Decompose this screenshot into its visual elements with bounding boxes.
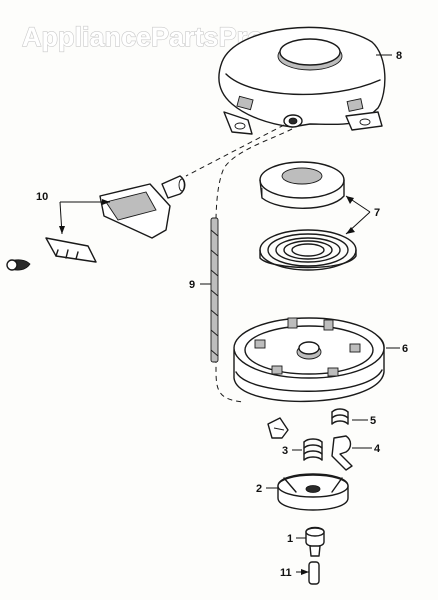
callout-2: 2 xyxy=(256,483,262,495)
part-11-rivet xyxy=(308,561,320,585)
part-6-pulley xyxy=(233,317,385,403)
part-10-starter-handle xyxy=(99,175,186,239)
small-pawl-part xyxy=(267,417,289,439)
part-2-retainer xyxy=(277,473,349,511)
callout-4: 4 xyxy=(374,443,381,455)
part-1-screw xyxy=(305,526,325,557)
callout-5: 5 xyxy=(370,415,376,427)
part-10-rope-insert xyxy=(6,237,97,271)
callout-11: 11 xyxy=(280,567,292,579)
starter-rope-path xyxy=(185,124,293,403)
callout-3: 3 xyxy=(282,445,288,457)
callout-9: 9 xyxy=(189,279,195,291)
callout-1: 1 xyxy=(287,533,293,545)
callout-10: 10 xyxy=(36,191,48,203)
part-9-starter-rope xyxy=(210,217,219,363)
part-7-spring-cover xyxy=(259,161,345,209)
part-7-recoil-spring xyxy=(259,229,357,271)
part-8-starter-housing xyxy=(218,26,386,135)
part-5-spring xyxy=(331,408,349,425)
leader-lines xyxy=(59,54,400,575)
callout-6: 6 xyxy=(402,343,408,355)
part-4-pawl xyxy=(331,435,353,471)
callout-8: 8 xyxy=(396,50,402,62)
callout-7: 7 xyxy=(374,207,380,219)
part-3-spring xyxy=(303,438,323,461)
